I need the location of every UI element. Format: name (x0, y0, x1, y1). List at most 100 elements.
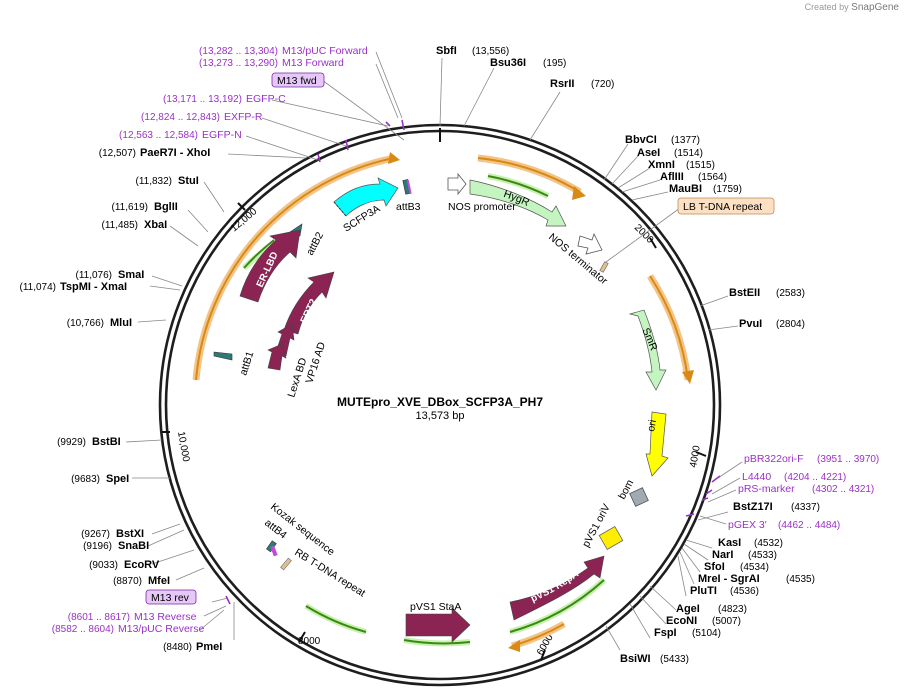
primer-egfp-c: EGFP-C (246, 93, 286, 105)
site-sbfi-pos: (13,556) (472, 46, 509, 57)
ori-label: ori (645, 419, 659, 433)
site-bbvci: BbvCI (625, 134, 657, 146)
site-mfei-pos: (8870) (113, 576, 142, 587)
site-tspmi-xmai-pos: (11,074) (19, 282, 56, 293)
primer-egfp-c-pos: (13,171 .. 13,192) (163, 94, 242, 105)
site-spei-pos: (9683) (71, 474, 100, 485)
kozak-marker (270, 545, 278, 557)
lb-tdna-marker (599, 261, 609, 273)
site-bbvci-pos: (1377) (671, 135, 700, 146)
plasmid-size: 13,573 bp (416, 410, 465, 422)
site-smai-pos: (11,076) (75, 270, 112, 281)
attb2-label: attB2 (304, 230, 326, 257)
primer-m13-fwd-pos: (13,273 .. 13,290) (199, 58, 278, 69)
lb-arrowhead (572, 186, 586, 200)
primer-labels-right: pBR322ori-F (3951 .. 3970) L4440 (4204 .… (728, 453, 879, 531)
orange-arc-left-core (195, 157, 395, 381)
primer-egfp-n-pos: (12,563 .. 12,584) (119, 130, 198, 141)
site-bstbi: BstBI (92, 436, 121, 448)
primer-pbr322ori-f: pBR322ori-F (744, 453, 804, 465)
pvs1-staa-arrow (405, 607, 471, 643)
attb1-marker (213, 351, 233, 361)
site-stui: StuI (178, 175, 199, 187)
lb-tdna-repeat-arc-core (477, 157, 581, 193)
primer-m13-reverse-pos: (8601 .. 8617) (68, 612, 130, 623)
site-bstz17i-pos: (4337) (791, 502, 820, 513)
scfp3a-dotted (333, 201, 347, 217)
site-bsu36i-pos: (195) (543, 58, 566, 69)
site-mrei-sgrai: MreI - SgrAI (698, 573, 760, 585)
nos-terminator-arrow (577, 232, 603, 255)
pvs1-staa-label: pVS1 StaA (410, 601, 461, 613)
site-snabi-pos: (9196) (83, 541, 112, 552)
orange-right-arrowhead (682, 370, 694, 384)
site-labels-left: (8480) PmeI (8870) MfeI (9033) EcoRV (91… (19, 147, 222, 653)
site-bglii-pos: (11,619) (111, 202, 148, 213)
primer-pgex3-pos: (4462 .. 4484) (778, 520, 840, 531)
site-xmni-pos: (1515) (686, 160, 715, 171)
bom-box (629, 487, 649, 507)
smr-label-text: SmR (639, 326, 659, 353)
primer-m13-puc-fwd-pos: (13,282 .. 13,304) (199, 46, 278, 57)
site-nari-pos: (4533) (748, 550, 777, 561)
site-rsrii-pos: (720) (591, 79, 614, 90)
primer-labels-top: (13,282 .. 13,304) M13/pUC Forward (13,2… (119, 45, 368, 141)
site-ecorv-pos: (9033) (89, 560, 118, 571)
site-tspmi-xmai: TspMI - XmaI (60, 281, 127, 293)
rb-tdna-marker (280, 557, 292, 571)
site-bsiwi-pos: (5433) (660, 654, 689, 665)
plasmid-name: MUTEpro_XVE_DBox_SCFP3A_PH7 (337, 395, 543, 409)
site-maubi: MauBI (669, 183, 702, 195)
site-sbfi: SbfI (436, 45, 457, 57)
site-afliii: AflIII (660, 171, 684, 183)
primer-egfp-n: EGFP-N (202, 129, 242, 141)
lb-tdna-leader (605, 207, 681, 263)
ori-arrow (645, 411, 669, 477)
primer-m13-puc-reverse: M13/pUC Reverse (118, 623, 205, 635)
site-kasi-pos: (4532) (754, 538, 783, 549)
site-pmei-pos: (8480) (163, 642, 192, 653)
site-bstbi-pos: (9929) (57, 437, 86, 448)
hygr-arrow (469, 179, 567, 227)
ert2-arrow (283, 271, 335, 335)
site-fspi-pos: (5104) (692, 628, 721, 639)
primer-m13-puc-fwd: M13/pUC Forward (282, 45, 368, 57)
green-arc-repa-core (509, 579, 605, 633)
site-agei-pos: (4823) (718, 604, 747, 615)
site-afliii-pos: (1564) (698, 172, 727, 183)
credit-prefix: Created by (804, 2, 849, 12)
nos-terminator-label: NOS terminator (546, 231, 610, 287)
green-arc-bottom-core (403, 639, 471, 645)
site-bsteii: BstEII (729, 287, 760, 299)
tick-8000: 8000 (298, 636, 321, 647)
attb3-highlight (406, 179, 412, 195)
site-stui-pos: (11,832) (135, 176, 172, 187)
site-bglii: BglII (154, 201, 178, 213)
site-asei-pos: (1514) (674, 148, 703, 159)
primer-pbr322ori-f-pos: (3951 .. 3970) (817, 454, 879, 465)
primer-prs-marker-pos: (4302 .. 4321) (812, 484, 874, 495)
site-mlui-pos: (10,766) (67, 318, 104, 329)
primer-m13-fwd-short-tag (271, 72, 325, 88)
primer-l4440: L4440 (742, 471, 771, 483)
primer-m13-rev-short: M13 rev (151, 592, 190, 604)
er-lbd-arrow (239, 229, 301, 303)
pvs1-oriv-box (598, 526, 624, 550)
nos-promoter-label: NOS promoter (448, 201, 516, 213)
site-mrei-sgrai-pos: (4535) (786, 574, 815, 585)
snapgene-credit: Created by SnapGene (805, 2, 899, 13)
attb1-label: attB1 (237, 350, 256, 377)
lexa-arrow (267, 343, 287, 371)
primer-m13-reverse: M13 Reverse (134, 611, 197, 623)
site-bstz17i: BstZ17I (733, 501, 773, 513)
site-kasi: KasI (718, 537, 741, 549)
credit-brand: SnapGene (851, 2, 899, 13)
orange-arc-right-core (649, 275, 689, 381)
primer-m13-rev-tag (145, 589, 197, 605)
lb-tdna-label: LB T-DNA repeat (683, 201, 762, 213)
site-asei: AseI (637, 147, 660, 159)
site-agei: AgeI (676, 603, 700, 615)
primer-marks (225, 119, 721, 605)
green-arc-bottom-left (304, 603, 367, 635)
